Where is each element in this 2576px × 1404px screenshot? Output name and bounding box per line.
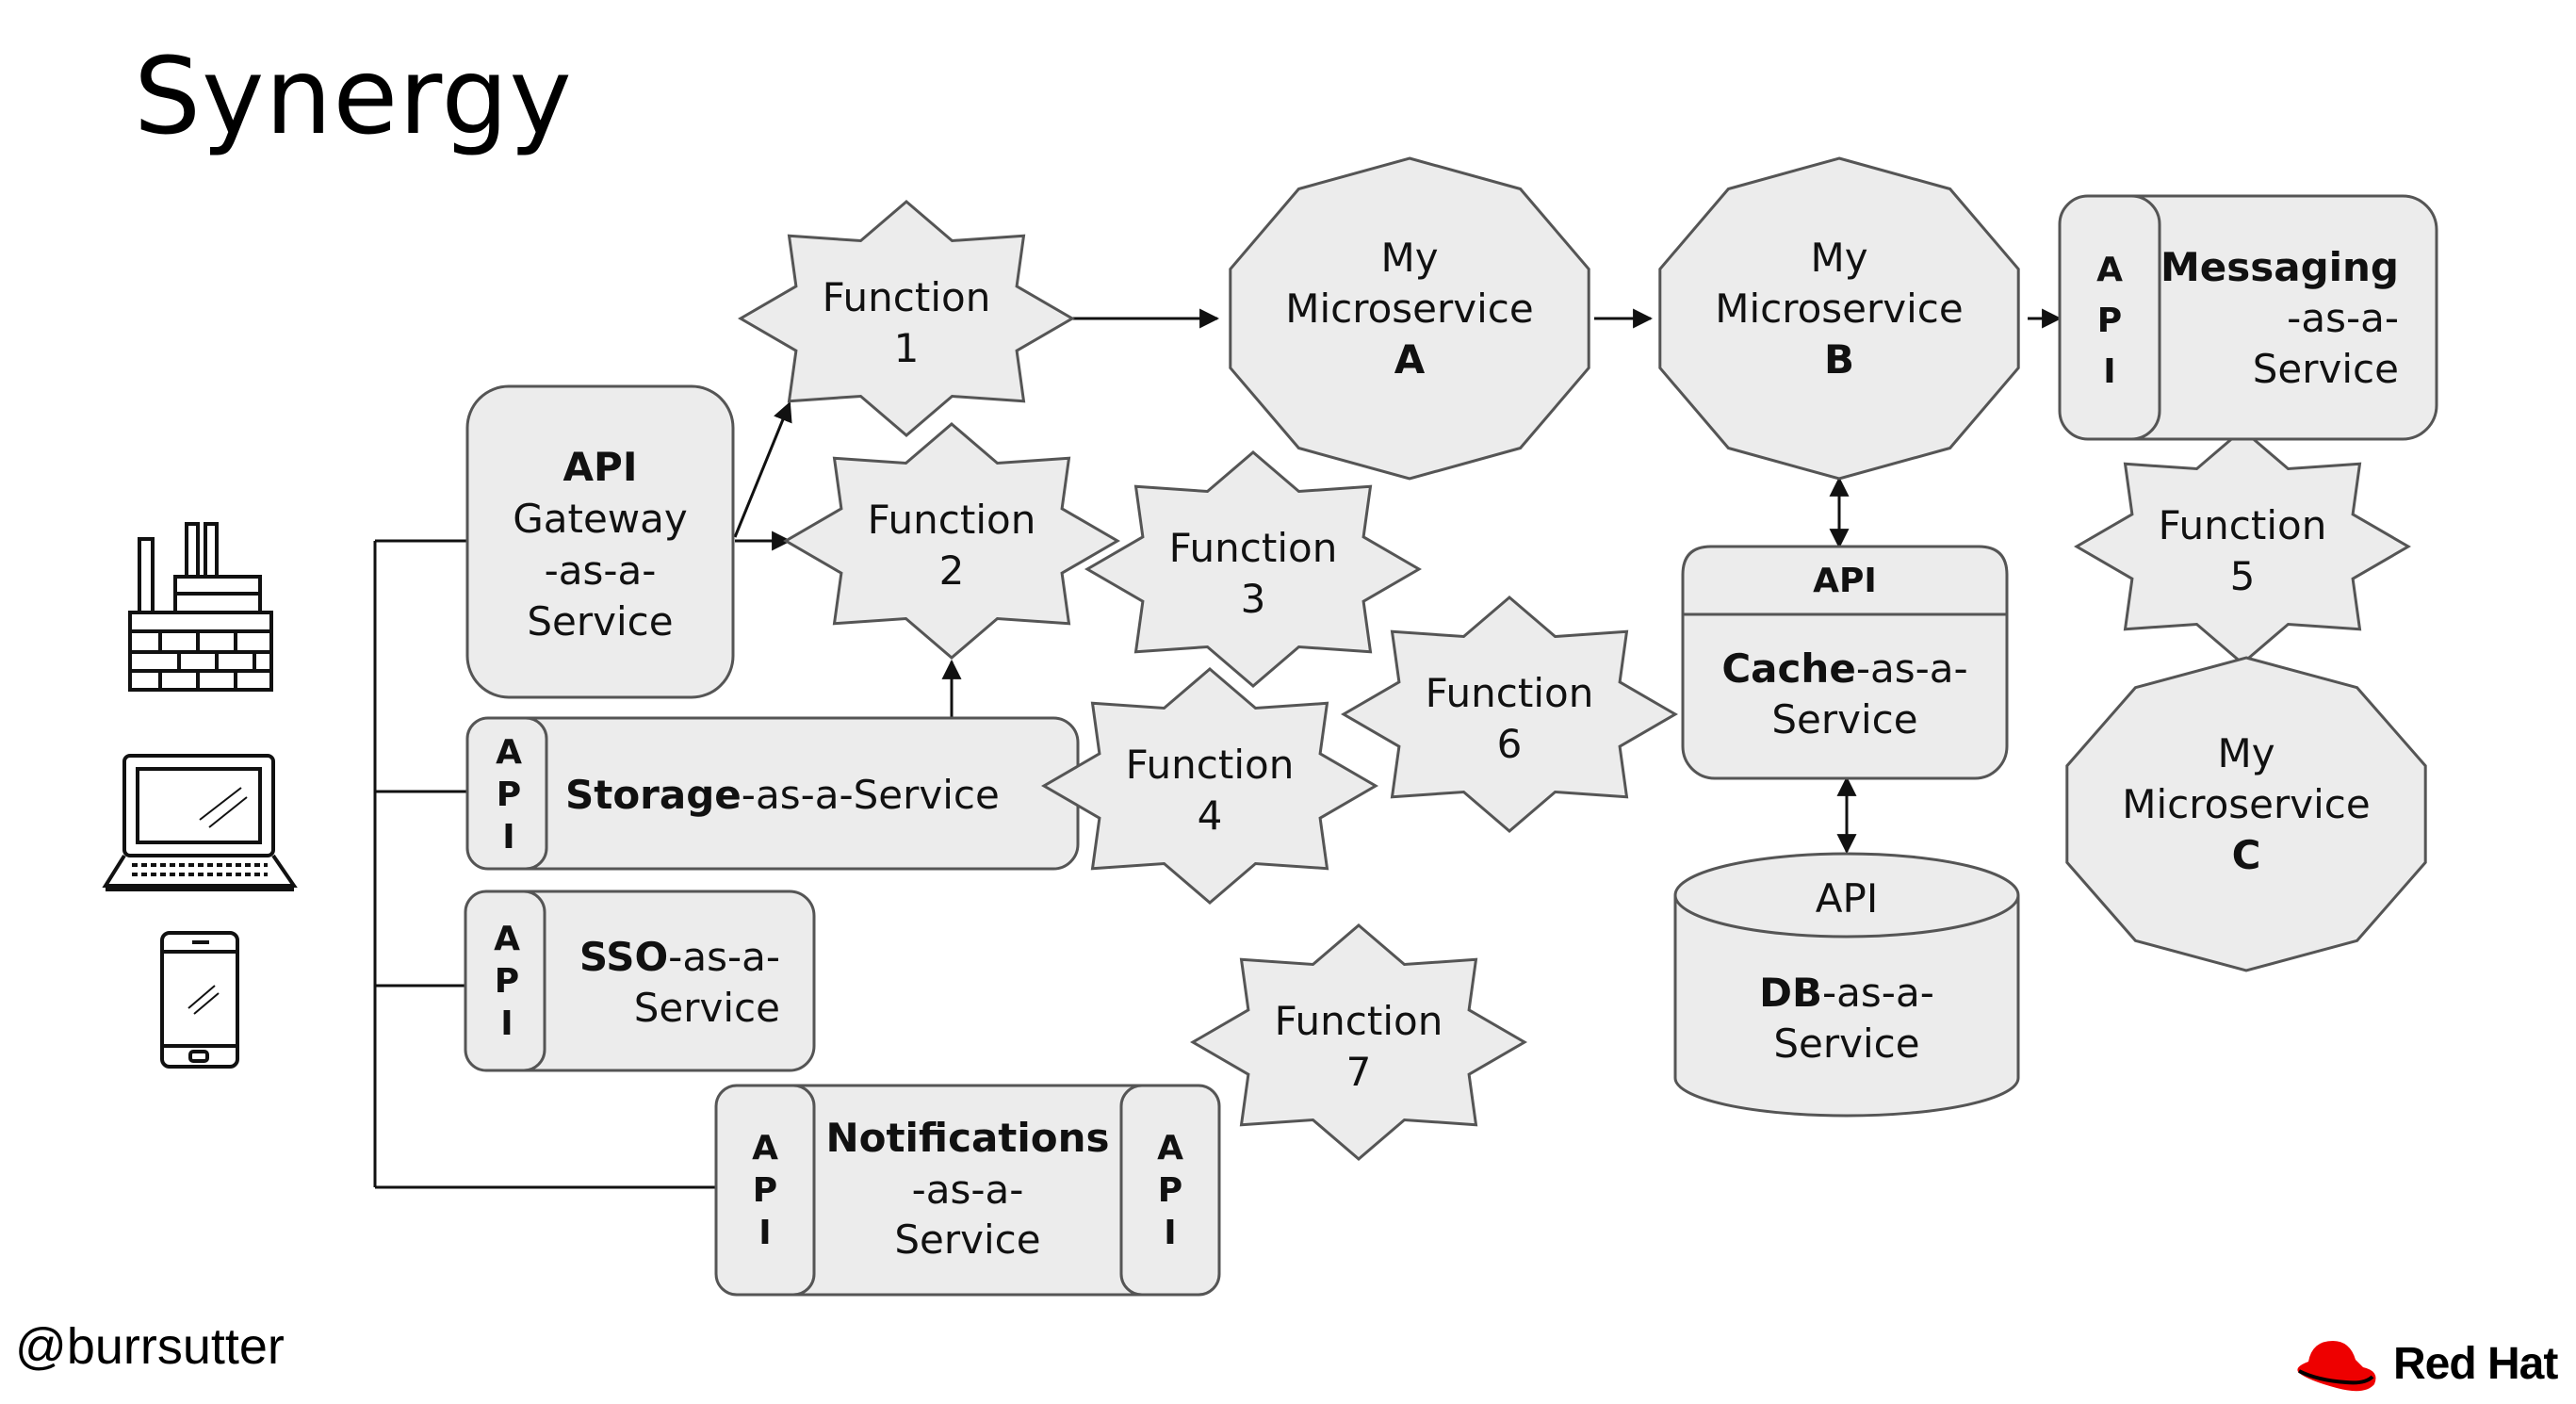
microservice-label: A	[1394, 336, 1426, 383]
function-label: Function	[1169, 525, 1338, 571]
svg-text:P: P	[2097, 302, 2122, 340]
storage-label: Storage-as-a-Service	[565, 772, 1000, 818]
function-number: 5	[2230, 553, 2256, 599]
function-7-node[interactable]: Function 7	[1190, 923, 1527, 1161]
function-number: 6	[1497, 721, 1523, 767]
cache-label: Cache-as-a-	[1721, 645, 1967, 692]
svg-text:Service: Service	[1771, 696, 1917, 743]
function-label: Function	[1426, 670, 1594, 716]
microservice-label: Microservice	[1715, 286, 1963, 332]
svg-text:A: A	[2096, 251, 2123, 289]
svg-text:P: P	[753, 1171, 777, 1210]
microservice-label: Microservice	[1285, 286, 1533, 332]
redhat-logo-icon	[2297, 1341, 2376, 1392]
function-6-node[interactable]: Function 6	[1341, 596, 1678, 833]
function-label: Function	[1126, 742, 1295, 788]
svg-text:-as-a-: -as-a-	[912, 1167, 1024, 1213]
svg-text:P: P	[497, 775, 521, 814]
function-1-node[interactable]: Function 1	[738, 200, 1075, 437]
function-number: 3	[1241, 576, 1266, 622]
function-number: 2	[939, 547, 965, 594]
svg-text:-as-a-: -as-a-	[545, 547, 657, 594]
function-5-node[interactable]: Function 5	[2074, 428, 2411, 665]
messaging-service[interactable]: A P I Messaging -as-a- Service	[2058, 194, 2438, 441]
svg-text:I: I	[502, 818, 514, 857]
microservice-label: My	[2217, 730, 2274, 776]
function-label: Function	[868, 497, 1036, 543]
svg-text:Service: Service	[1773, 1020, 1919, 1067]
svg-text:Service: Service	[894, 1216, 1040, 1263]
client-bus-lines	[373, 539, 716, 1189]
svg-text:A: A	[1157, 1129, 1183, 1167]
svg-text:Notifications: Notifications	[825, 1115, 1109, 1161]
function-3-node[interactable]: Function 3	[1084, 450, 1422, 688]
api-gateway-service[interactable]: API Gateway -as-a- Service	[465, 384, 735, 699]
gateway-title: API	[563, 444, 638, 490]
function-number: 7	[1346, 1049, 1372, 1095]
svg-text:P: P	[495, 962, 519, 1001]
svg-text:P: P	[1158, 1171, 1182, 1210]
svg-text:Gateway: Gateway	[513, 496, 688, 542]
microservice-label: My	[1810, 235, 1867, 281]
microservice-label: Microservice	[2122, 781, 2370, 827]
laptop-icon	[102, 754, 298, 891]
cache-service[interactable]: API Cache-as-a- Service	[1681, 545, 2009, 780]
microservice-label: B	[1824, 336, 1854, 383]
notifications-service[interactable]: A P I A P I Notifications -as-a- Service	[714, 1084, 1221, 1297]
svg-text:Service: Service	[2253, 346, 2399, 392]
function-label: Function	[823, 274, 991, 320]
svg-text:A: A	[752, 1129, 778, 1167]
svg-text:A: A	[496, 733, 522, 772]
cache-api-label: API	[1813, 562, 1877, 600]
slide-title: Synergy	[134, 36, 573, 158]
svg-text:I: I	[758, 1214, 771, 1252]
db-service[interactable]: API DB-as-a- Service	[1673, 852, 2020, 1118]
function-label: Function	[1275, 998, 1443, 1044]
svg-text:I: I	[500, 1004, 513, 1043]
svg-text:Messaging: Messaging	[2160, 244, 2399, 290]
function-number: 1	[894, 325, 920, 371]
svg-text:-as-a-: -as-a-	[2287, 295, 2399, 341]
function-number: 4	[1198, 792, 1223, 839]
flow-arrows	[733, 308, 2062, 855]
brand-wordmark: Red Hat	[2393, 1339, 2558, 1389]
storage-service[interactable]: A P I Storage-as-a-Service	[465, 716, 1080, 871]
db-label: DB-as-a-	[1759, 970, 1934, 1016]
sso-label: SSO-as-a-	[579, 934, 780, 980]
db-api-label: API	[1816, 875, 1878, 922]
factory-icon	[128, 522, 273, 692]
twitter-handle: @burrsutter	[15, 1318, 285, 1375]
svg-text:A: A	[494, 920, 520, 958]
microservice-label: My	[1380, 235, 1438, 281]
svg-text:I: I	[2103, 352, 2115, 391]
function-label: Function	[2159, 502, 2327, 548]
microservice-label: C	[2232, 832, 2261, 878]
sso-service[interactable]: A P I SSO-as-a- Service	[464, 890, 816, 1072]
svg-text:Service: Service	[634, 985, 780, 1031]
smartphone-icon	[160, 931, 239, 1069]
svg-text:I: I	[1164, 1214, 1176, 1252]
svg-text:Service: Service	[527, 598, 673, 645]
